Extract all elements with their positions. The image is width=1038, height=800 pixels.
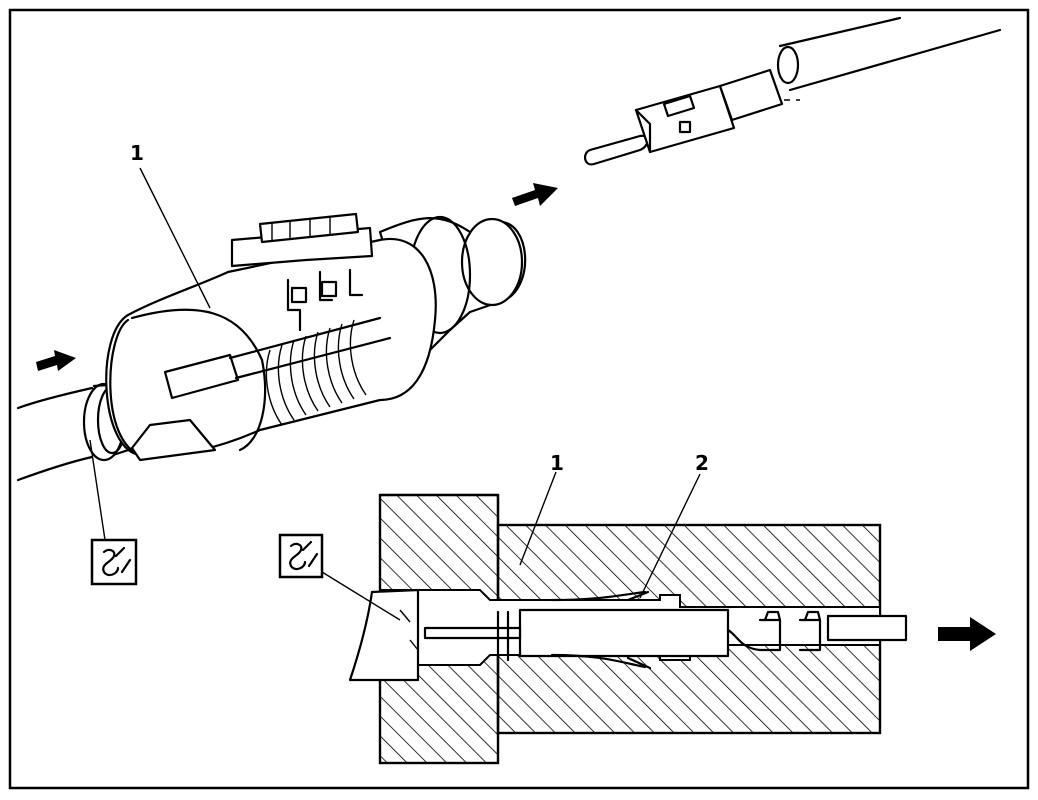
label-2-lower: 2 bbox=[695, 451, 709, 475]
upper-connector-illustration: 1 bbox=[16, 16, 1002, 586]
removed-terminal bbox=[584, 16, 1002, 166]
callout-2-lower: 2 bbox=[639, 451, 709, 599]
tool-symbol-upper bbox=[90, 538, 138, 586]
latch-fingers bbox=[550, 590, 652, 670]
callout-1-upper: 1 bbox=[130, 141, 211, 309]
callout-tool-upper bbox=[89, 439, 106, 541]
label-1-lower: 1 bbox=[550, 451, 564, 475]
callout-1-lower: 1 bbox=[519, 451, 564, 566]
connector-housing bbox=[105, 212, 527, 462]
label-1-upper: 1 bbox=[130, 141, 144, 165]
extract-arrow-right bbox=[512, 183, 558, 206]
terminal-release-tool-icon-lower bbox=[289, 540, 319, 571]
terminal-release-tool-icon bbox=[102, 546, 132, 577]
terminal-section bbox=[423, 608, 908, 662]
release-tool-section bbox=[348, 588, 420, 682]
spring-coils bbox=[265, 319, 367, 426]
callout-tool-lower bbox=[321, 571, 401, 621]
extract-arrow-lower bbox=[938, 617, 996, 651]
tool-symbol-lower bbox=[278, 533, 324, 579]
insert-arrow-left bbox=[36, 350, 76, 371]
figure-frame bbox=[8, 8, 1030, 790]
lower-cross-section: 1 2 bbox=[278, 451, 996, 765]
